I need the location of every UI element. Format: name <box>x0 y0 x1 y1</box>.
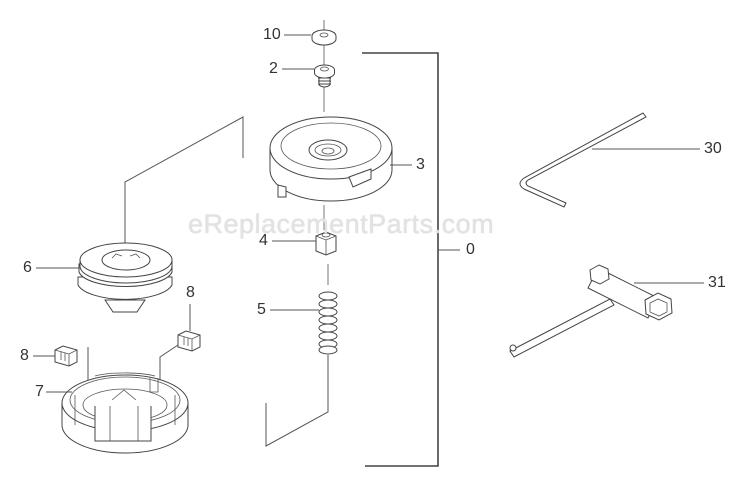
part-label-6[interactable]: 6 <box>23 259 32 276</box>
axis-line-bottom <box>265 355 329 447</box>
part-label-0[interactable]: 0 <box>466 241 475 258</box>
part-label-5[interactable]: 5 <box>257 301 266 318</box>
spool-part-6[interactable] <box>77 242 173 313</box>
eyelet-part-8-lower[interactable] <box>54 345 78 367</box>
eyelet-part-8-upper[interactable] <box>177 330 201 352</box>
spool-cap-part-3[interactable] <box>269 116 393 202</box>
part-label-2[interactable]: 2 <box>269 60 278 77</box>
socket-wrench-part-31[interactable] <box>509 264 673 358</box>
washer-part-10[interactable] <box>311 29 337 46</box>
bolt-part-2[interactable] <box>314 64 335 88</box>
part-label-10[interactable]: 10 <box>263 26 281 43</box>
assembly-bracket <box>362 52 460 467</box>
part-label-8-lower[interactable]: 8 <box>20 347 29 364</box>
housing-part-7[interactable] <box>61 372 189 454</box>
part-label-3[interactable]: 3 <box>416 156 425 173</box>
part-label-7[interactable]: 7 <box>35 383 44 400</box>
part-label-30[interactable]: 30 <box>704 140 722 157</box>
part-label-8-upper[interactable]: 8 <box>186 284 195 301</box>
part-label-4[interactable]: 4 <box>259 232 268 249</box>
part-label-31[interactable]: 31 <box>708 274 726 291</box>
hex-key-part-30[interactable] <box>519 112 647 208</box>
axis-line-spool <box>124 116 244 258</box>
watermark: eReplacementParts.com <box>188 209 495 239</box>
nut-part-4[interactable] <box>315 231 337 256</box>
spring-part-5[interactable] <box>318 291 338 355</box>
